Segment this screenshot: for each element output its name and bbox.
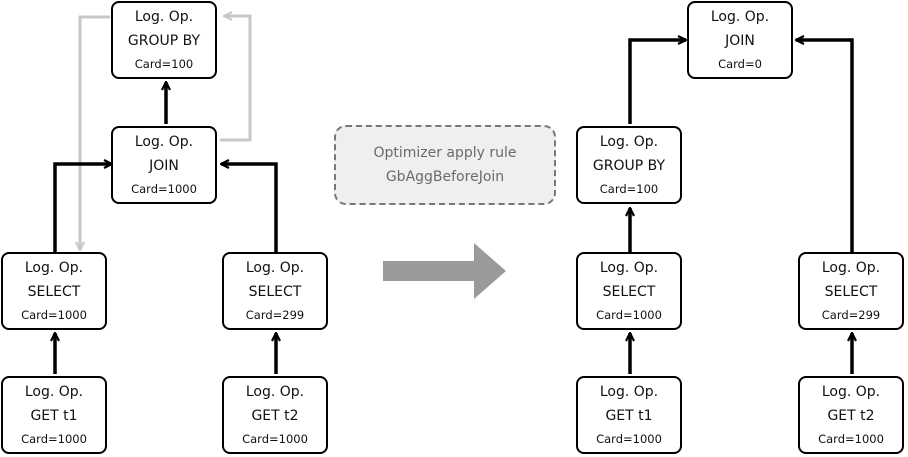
note-line-1: Optimizer apply rule <box>373 145 517 161</box>
left-select-node-2: Log. Op. SELECT Card=299 <box>222 252 328 330</box>
node-kind: Log. Op. <box>599 384 659 400</box>
edge-select1-to-join <box>53 164 112 252</box>
node-kind: Log. Op. <box>245 384 305 400</box>
node-cardinality: Card=1000 <box>21 308 87 322</box>
right-groupby-node: Log. Op. GROUP BY Card=100 <box>576 126 682 204</box>
node-operator: SELECT <box>248 284 302 300</box>
node-operator: GROUP BY <box>592 158 666 174</box>
node-kind: Log. Op. <box>599 134 659 150</box>
node-cardinality: Card=299 <box>245 308 305 322</box>
transform-arrow <box>383 243 506 299</box>
left-join-node: Log. Op. JOIN Card=1000 <box>111 126 217 204</box>
edge-select2-to-join-right <box>796 40 854 252</box>
note-line-2: GbAggBeforeJoin <box>385 169 505 185</box>
node-operator: GET t1 <box>605 408 653 424</box>
optimizer-rule-note: Optimizer apply rule GbAggBeforeJoin <box>334 125 556 205</box>
right-get-t2-node: Log. Op. GET t2 Card=1000 <box>798 376 904 454</box>
node-kind: Log. Op. <box>24 384 84 400</box>
left-get-t2-node: Log. Op. GET t2 Card=1000 <box>222 376 328 454</box>
node-operator: SELECT <box>824 284 878 300</box>
node-kind: Log. Op. <box>710 9 770 25</box>
node-operator: SELECT <box>27 284 81 300</box>
node-operator: JOIN <box>149 158 179 174</box>
node-cardinality: Card=1000 <box>242 432 308 446</box>
node-cardinality: Card=100 <box>134 57 194 71</box>
moved-edge-join-to-groupby <box>220 16 252 142</box>
node-operator: SELECT <box>602 284 656 300</box>
left-select-node-1: Log. Op. SELECT Card=1000 <box>1 252 107 330</box>
edge-select2-to-join <box>221 164 278 252</box>
node-kind: Log. Op. <box>599 260 659 276</box>
node-kind: Log. Op. <box>821 260 881 276</box>
node-operator: GET t2 <box>827 408 875 424</box>
left-groupby-node: Log. Op. GROUP BY Card=100 <box>111 1 217 79</box>
node-operator: GET t2 <box>251 408 299 424</box>
moved-edge-groupby-to-select <box>80 15 110 250</box>
node-kind: Log. Op. <box>245 260 305 276</box>
node-cardinality: Card=100 <box>599 182 659 196</box>
node-cardinality: Card=0 <box>718 57 762 71</box>
right-select-node-1: Log. Op. SELECT Card=1000 <box>576 252 682 330</box>
node-kind: Log. Op. <box>821 384 881 400</box>
node-cardinality: Card=299 <box>821 308 881 322</box>
edge-groupby-to-join <box>628 40 686 124</box>
left-get-t1-node: Log. Op. GET t1 Card=1000 <box>1 376 107 454</box>
node-cardinality: Card=1000 <box>131 182 197 196</box>
node-kind: Log. Op. <box>134 9 194 25</box>
node-cardinality: Card=1000 <box>596 432 662 446</box>
node-operator: GROUP BY <box>127 33 201 49</box>
node-operator: GET t1 <box>30 408 78 424</box>
right-select-node-2: Log. Op. SELECT Card=299 <box>798 252 904 330</box>
node-operator: JOIN <box>725 33 755 49</box>
right-get-t1-node: Log. Op. GET t1 Card=1000 <box>576 376 682 454</box>
node-cardinality: Card=1000 <box>818 432 884 446</box>
node-cardinality: Card=1000 <box>596 308 662 322</box>
node-kind: Log. Op. <box>134 134 194 150</box>
right-join-node: Log. Op. JOIN Card=0 <box>687 1 793 79</box>
node-kind: Log. Op. <box>24 260 84 276</box>
node-cardinality: Card=1000 <box>21 432 87 446</box>
